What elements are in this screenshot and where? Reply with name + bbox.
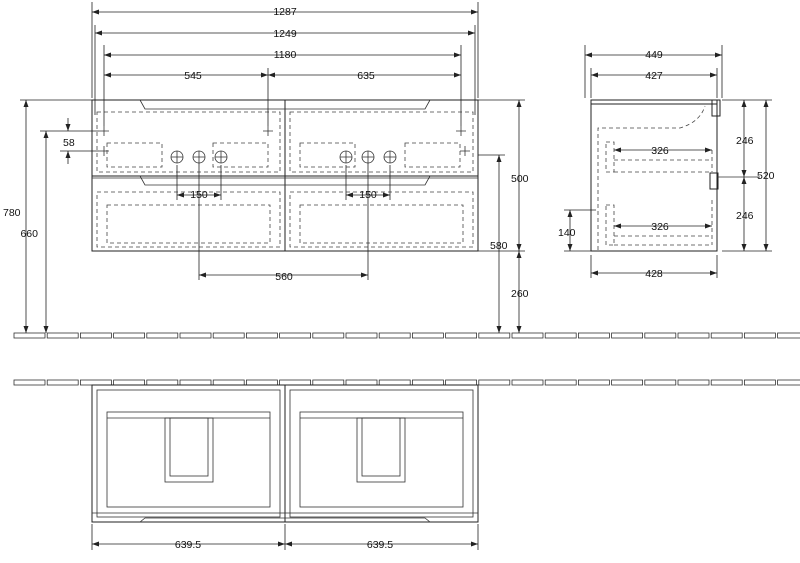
basin-box-left-a [106,142,163,168]
plan-drawer-left [106,411,271,508]
tile [312,379,345,386]
tile [511,379,544,386]
tile [744,379,776,386]
tile [312,332,345,339]
tile [611,332,643,339]
tile [544,332,577,339]
tile [644,332,677,339]
tile [478,379,511,386]
top-handle-groove [139,99,431,110]
mount-points [99,126,470,156]
tile [378,332,411,339]
plan-view: 639.5 639.5 [91,384,479,551]
tile [46,379,79,386]
dim-mount-height: 660 [20,228,38,240]
tap-holes [170,150,397,164]
tile [13,379,46,386]
tile [279,332,312,339]
tile [378,379,411,386]
tile [777,379,800,386]
tile [113,332,145,339]
basin-box-left-b [212,142,269,168]
front-view: 1287 1249 1180 545 635 150 150 560 780 [3,2,529,333]
dim-basin-spacing: 560 [275,271,293,283]
wall-line-plan [13,379,800,386]
tile [13,332,46,339]
tile [245,379,278,386]
dim-right-offset: 635 [357,70,375,82]
tile [146,379,179,386]
tile [212,379,245,386]
dim-drawer-depth-top: 326 [651,145,669,157]
dim-mount-span: 1180 [274,49,297,61]
tile [146,332,179,339]
tile [710,379,743,386]
tile [677,379,710,386]
tile [677,332,710,339]
dim-siphon-height: 140 [558,227,576,239]
dim-overall-width: 1287 [273,6,297,18]
tile [179,379,212,386]
tile [777,332,800,339]
dim-drawer-height-bottom: 246 [736,210,754,222]
tile [46,332,79,339]
siphon-cutout-left [164,417,214,483]
tile [445,379,478,386]
dim-half-width-left: 639.5 [175,539,201,551]
tile [744,332,776,339]
tile [245,332,278,339]
dim-total-height: 780 [3,207,21,219]
dim-depth-overall: 449 [645,49,663,61]
dim-drawer-height-top: 246 [736,135,754,147]
dim-cabinet-height: 500 [511,173,529,185]
basin-box-right-b [404,142,461,168]
tile [179,332,212,339]
tile [644,379,677,386]
dim-drawer-depth-bottom: 326 [651,221,669,233]
tile [445,332,478,339]
tile [80,332,112,339]
floor-line-front [13,332,800,339]
tile [611,379,643,386]
basin-box-right-a [299,142,356,168]
dim-mount-offset: 58 [63,137,75,149]
siphon-cutout-right [356,417,406,483]
tile [710,332,743,339]
dim-floor-clearance: 260 [511,288,529,300]
tile [345,379,378,386]
tile [113,379,145,386]
dim-depth-top: 427 [645,70,663,82]
dim-top-to-floor: 580 [490,240,508,252]
tile [578,332,610,339]
tile [345,332,378,339]
dim-side-height: 520 [757,170,775,182]
tile [478,332,511,339]
tile [411,379,444,386]
side-cabinet-outline [590,99,718,252]
dim-half-width-right: 639.5 [367,539,393,551]
tile [80,379,112,386]
plan-drawer-right [299,411,464,508]
tile [578,379,610,386]
tile [411,332,444,339]
dim-depth-bottom: 428 [645,268,663,280]
dim-left-offset: 545 [184,70,202,82]
tile [212,332,245,339]
mid-handle-groove [139,175,431,186]
tile [544,379,577,386]
dim-body-width: 1249 [273,28,297,40]
tile [511,332,544,339]
tile [279,379,312,386]
side-view: 449 427 326 326 428 246 246 520 140 [558,45,775,280]
